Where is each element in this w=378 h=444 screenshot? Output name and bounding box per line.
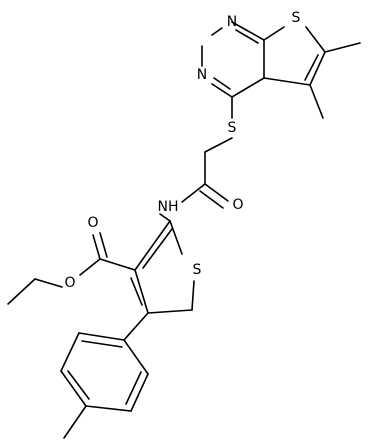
bond [78, 332, 125, 341]
bond [60, 370, 87, 407]
bond [130, 277, 143, 306]
pyrimidine-ring [201, 21, 265, 98]
carbonyl-bond [99, 232, 108, 258]
ethyl-ester-group [7, 232, 136, 305]
bond [204, 137, 233, 153]
bond [125, 371, 142, 405]
bond [235, 29, 259, 44]
atom-labels: N N S S NH O S O O [64, 10, 300, 291]
bond [85, 405, 132, 412]
tolyl-ring [60, 312, 149, 439]
methyl-bond [324, 42, 361, 53]
atom-nh-amide: NH [158, 199, 179, 215]
methyl-bond [63, 405, 87, 439]
bond [81, 340, 123, 348]
bond [134, 269, 149, 314]
atom-o-ester-carbonyl: O [87, 215, 98, 231]
bond [60, 332, 80, 372]
atom-n-left: N [197, 67, 207, 83]
bond [213, 77, 231, 90]
bond [7, 278, 36, 305]
methyl-bond [309, 84, 324, 119]
carbonyl-bond [92, 234, 101, 260]
atom-s-thioether: S [228, 120, 237, 136]
bond [305, 26, 326, 53]
bond [309, 51, 326, 86]
bond [147, 309, 193, 314]
thiophene-ring [130, 220, 195, 314]
bond [263, 77, 311, 86]
carbonyl-bond [199, 190, 224, 209]
bond [134, 220, 171, 271]
atom-s-thiophene: S [193, 262, 202, 278]
amide-group [159, 183, 229, 222]
bond [99, 258, 136, 271]
bond [231, 21, 265, 41]
bond [191, 280, 195, 311]
bond [142, 228, 173, 269]
carbonyl-bond [204, 183, 229, 202]
bond [79, 258, 101, 276]
bond [211, 83, 233, 98]
bond [159, 213, 171, 222]
bond [123, 312, 149, 341]
bond [181, 183, 206, 203]
bond [169, 220, 183, 255]
thioether-linker [204, 96, 233, 185]
atom-s-fused-ring: S [292, 10, 301, 26]
atom-n-top: N [227, 14, 237, 30]
bond [34, 278, 63, 288]
atom-o-ester-ether: O [64, 275, 75, 291]
bond [123, 339, 149, 375]
bond [263, 26, 285, 41]
atom-o-amide: O [232, 197, 243, 213]
bond [211, 27, 223, 36]
bond [130, 373, 149, 412]
fused-thiophene-ring [263, 26, 361, 119]
bond [231, 77, 265, 98]
bond [67, 370, 90, 400]
bond [304, 54, 319, 81]
